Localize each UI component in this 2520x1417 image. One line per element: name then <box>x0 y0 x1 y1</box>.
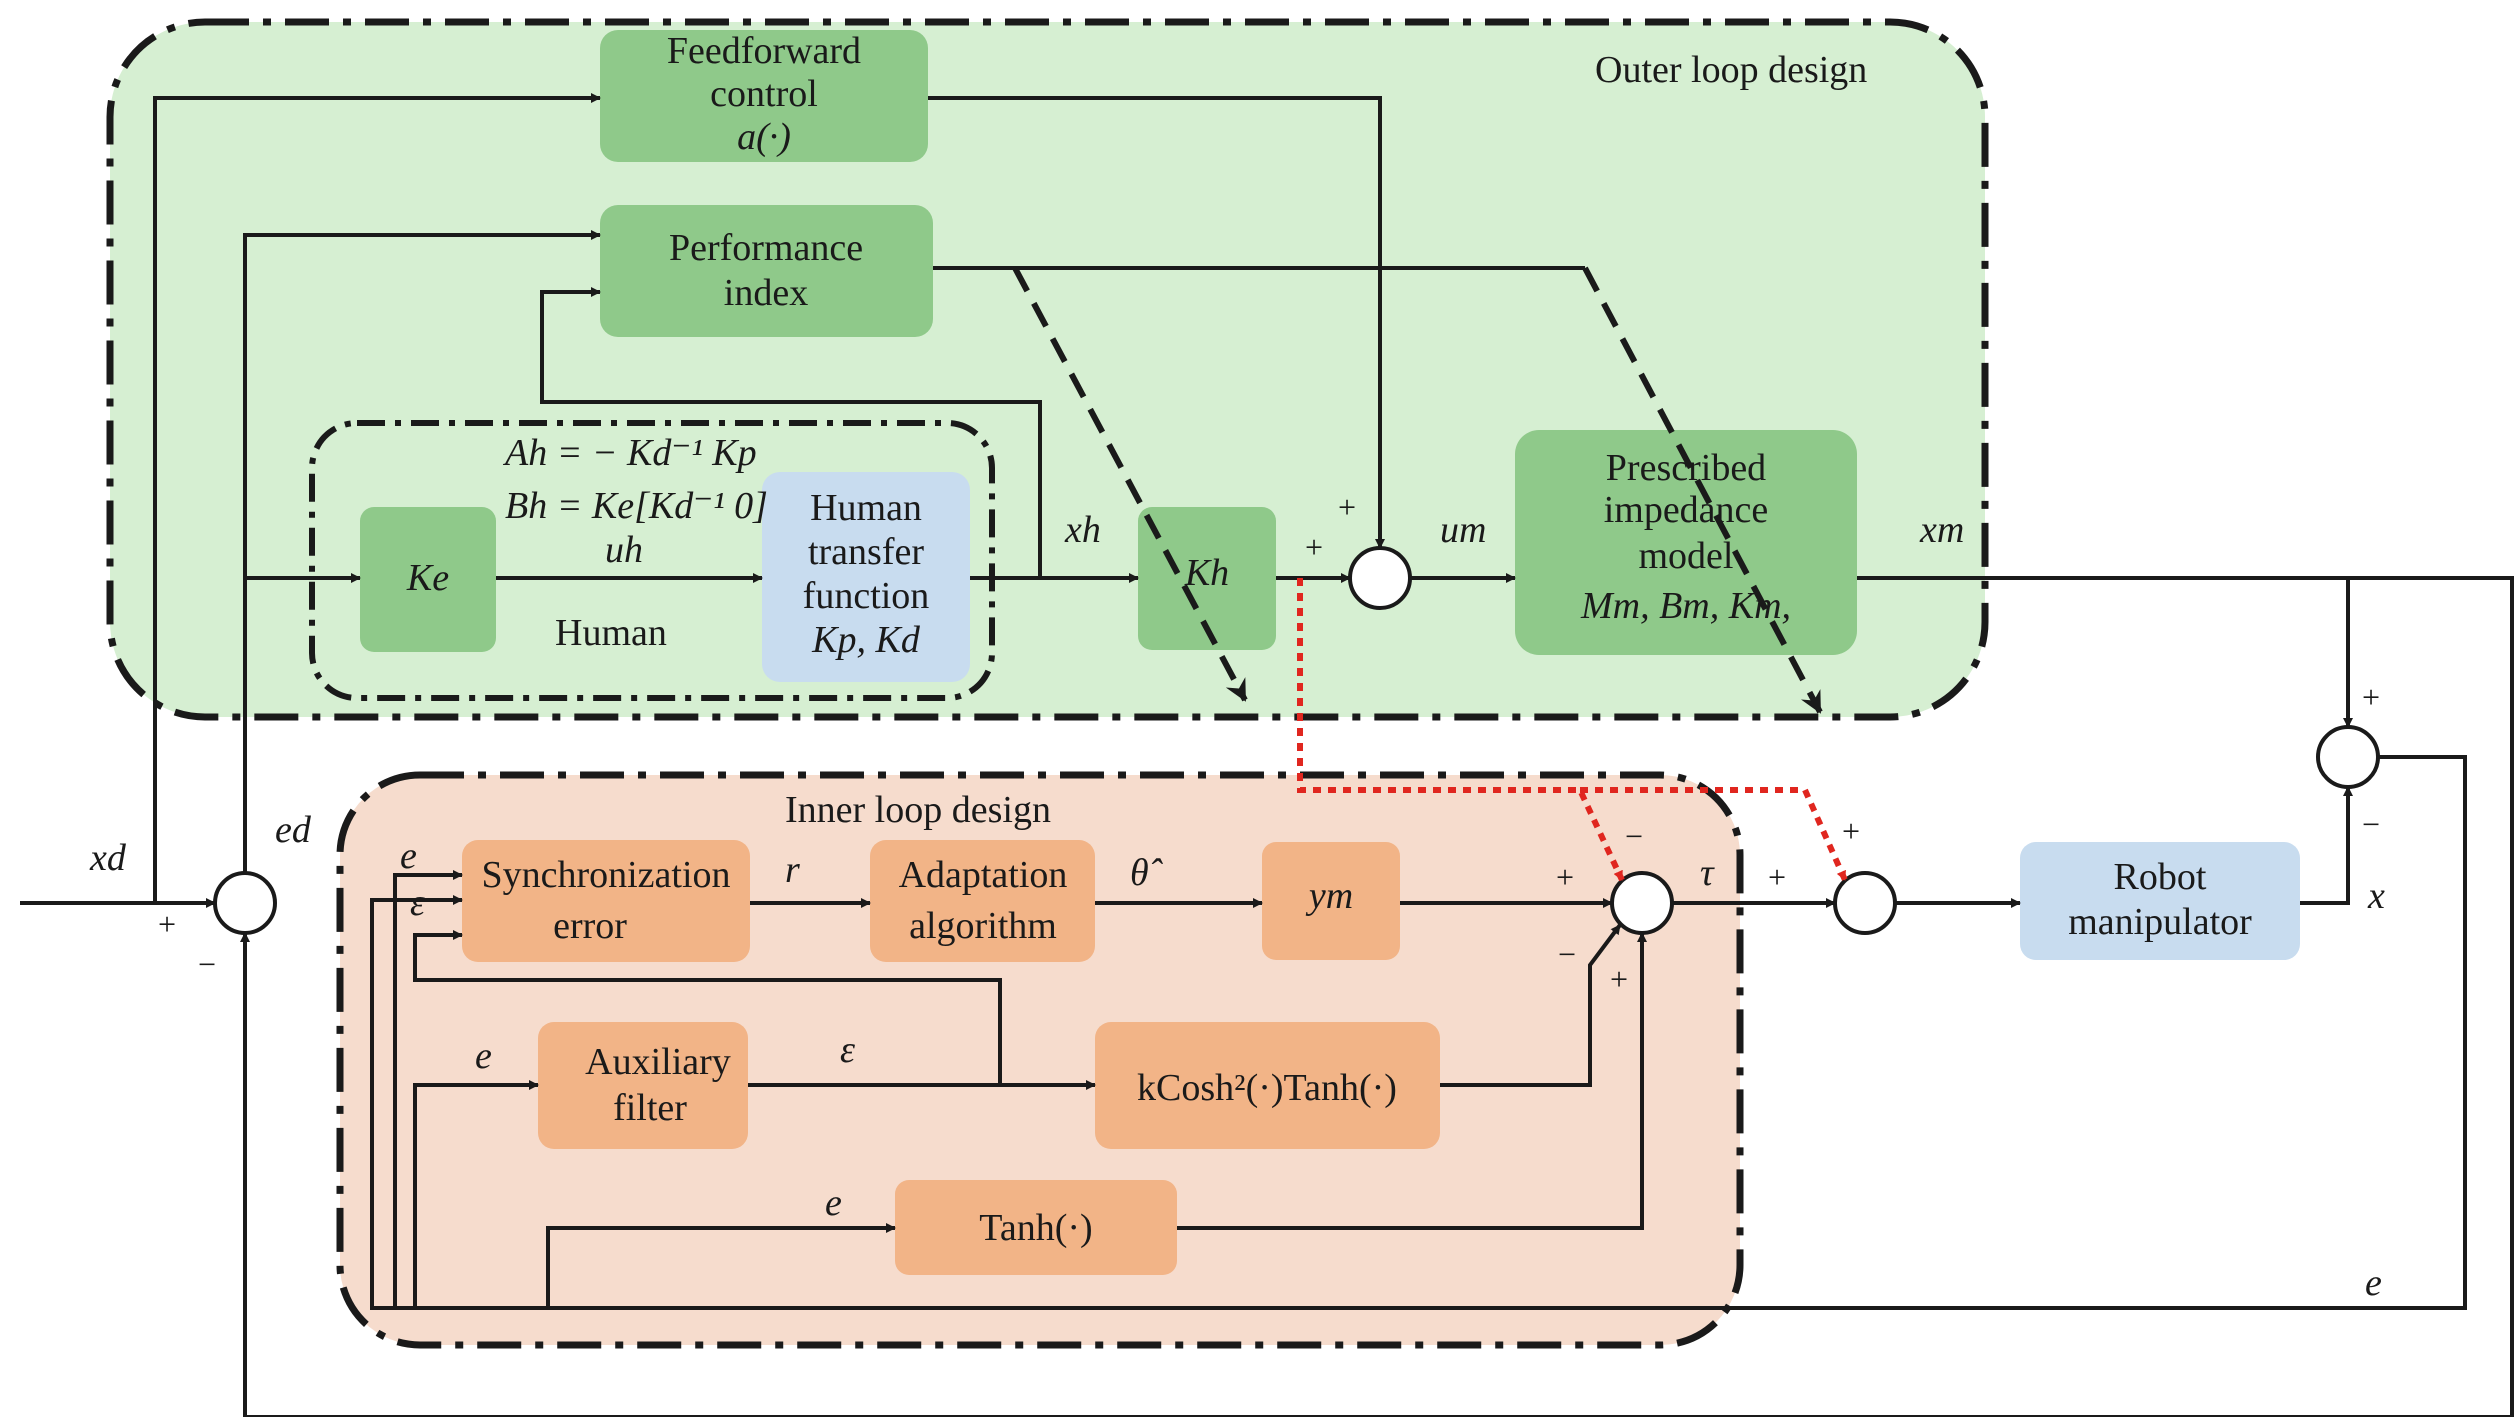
impedance-model-block: Prescribed impedance model Mm, Bm, Km, <box>1515 430 1857 655</box>
signal-tau: τ <box>1700 852 1715 894</box>
svg-text:algorithm: algorithm <box>909 905 1057 947</box>
svg-text:ym: ym <box>1305 875 1353 917</box>
sign-tau-minus-top: − <box>1625 818 1643 854</box>
kcosh-tanh-block: kCosh²(·)Tanh(·) <box>1095 1022 1440 1149</box>
auxiliary-filter-block: Auxiliary filter <box>538 1022 748 1149</box>
signal-uh: uh <box>605 529 643 571</box>
sum-junction-robot-input <box>1833 871 1897 935</box>
signal-e-bottom: e <box>2365 1262 2382 1304</box>
ke-block: Ke <box>360 507 496 652</box>
svg-text:transfer: transfer <box>808 531 924 573</box>
bh-equation: Bh = Ke[Kd⁻¹ 0] <box>505 485 768 527</box>
feedforward-block: Feedforward control a(·) <box>600 30 928 162</box>
sign-err-plus: + <box>2362 679 2380 715</box>
adaptation-algorithm-block: Adaptation algorithm <box>870 840 1095 962</box>
svg-text:model: model <box>1639 535 1734 577</box>
sum-junction-ed <box>213 871 277 935</box>
sign-tau-plus-bottom: + <box>1610 961 1628 997</box>
sign-robot-plus-left: + <box>1768 859 1786 895</box>
svg-text:Robot: Robot <box>2114 856 2207 898</box>
tanh-block: Tanh(·) <box>895 1180 1177 1275</box>
signal-ed: ed <box>275 809 312 851</box>
svg-text:Ke: Ke <box>406 557 449 599</box>
svg-text:Kp, Kd: Kp, Kd <box>811 619 921 661</box>
sign-tau-minus-low: − <box>1558 936 1576 972</box>
svg-text:Human: Human <box>810 487 922 529</box>
signal-e-aux: e <box>475 1035 492 1077</box>
red-dotted-path <box>1297 578 1848 882</box>
svg-text:Feedforward: Feedforward <box>667 30 861 72</box>
sign-tau-plus-left: + <box>1556 859 1574 895</box>
svg-text:a(·): a(·) <box>737 116 791 158</box>
svg-text:impedance: impedance <box>1604 489 1769 531</box>
sign-ed-plus: + <box>158 906 176 942</box>
svg-text:Performance: Performance <box>669 227 863 269</box>
ym-block: ym <box>1262 842 1400 960</box>
signal-xd: xd <box>89 837 127 879</box>
performance-index-block: Performance index <box>600 205 933 337</box>
signal-um: um <box>1440 509 1486 551</box>
robot-manipulator-block: Robot manipulator <box>2020 842 2300 960</box>
signal-epsilon-sync: ε <box>410 882 425 924</box>
sign-um-plus-top: + <box>1338 489 1356 525</box>
ah-equation: Ah = − Kd⁻¹ Kp <box>502 432 757 474</box>
signal-r: r <box>785 849 800 891</box>
signal-e-tanh: e <box>825 1182 842 1224</box>
outer-loop-title: Outer loop design <box>1595 49 1867 91</box>
svg-text:Tanh(·): Tanh(·) <box>979 1207 1092 1249</box>
signal-epsilon-aux: ε <box>840 1029 855 1071</box>
dashed-tuning-arrows <box>933 266 1823 714</box>
svg-text:Adaptation: Adaptation <box>899 854 1068 896</box>
human-region <box>309 420 995 701</box>
sign-ed-minus: − <box>198 946 216 982</box>
inner-loop-title: Inner loop design <box>785 789 1051 831</box>
sign-err-minus: − <box>2362 806 2380 842</box>
svg-text:kCosh²(·)Tanh(·): kCosh²(·)Tanh(·) <box>1137 1067 1397 1109</box>
svg-text:index: index <box>724 272 808 314</box>
sum-junction-um <box>1348 546 1412 610</box>
svg-text:filter: filter <box>613 1087 687 1129</box>
sum-junction-tau <box>1610 871 1674 935</box>
human-transfer-function-block: Human transfer function Kp, Kd <box>762 472 970 682</box>
svg-text:error: error <box>553 905 627 947</box>
svg-text:manipulator: manipulator <box>2068 901 2252 943</box>
svg-text:Synchronization: Synchronization <box>481 854 730 896</box>
signal-x: x <box>2367 875 2385 917</box>
signal-xh: xh <box>1064 509 1101 551</box>
svg-text:Kh: Kh <box>1184 552 1229 594</box>
svg-text:Auxiliary: Auxiliary <box>585 1041 731 1083</box>
sign-robot-plus-top: + <box>1842 813 1860 849</box>
svg-text:function: function <box>803 575 930 617</box>
signal-lines <box>20 93 2514 1417</box>
kh-block: Kh <box>1138 507 1276 650</box>
sign-um-plus-left: + <box>1305 529 1323 565</box>
signal-xm: xm <box>1919 509 1964 551</box>
human-label: Human <box>555 612 667 654</box>
svg-text:control: control <box>710 73 818 115</box>
signal-e-sync: e <box>400 835 417 877</box>
synchronization-error-block: Synchronization error <box>462 840 750 962</box>
sum-junction-error <box>2316 725 2380 789</box>
